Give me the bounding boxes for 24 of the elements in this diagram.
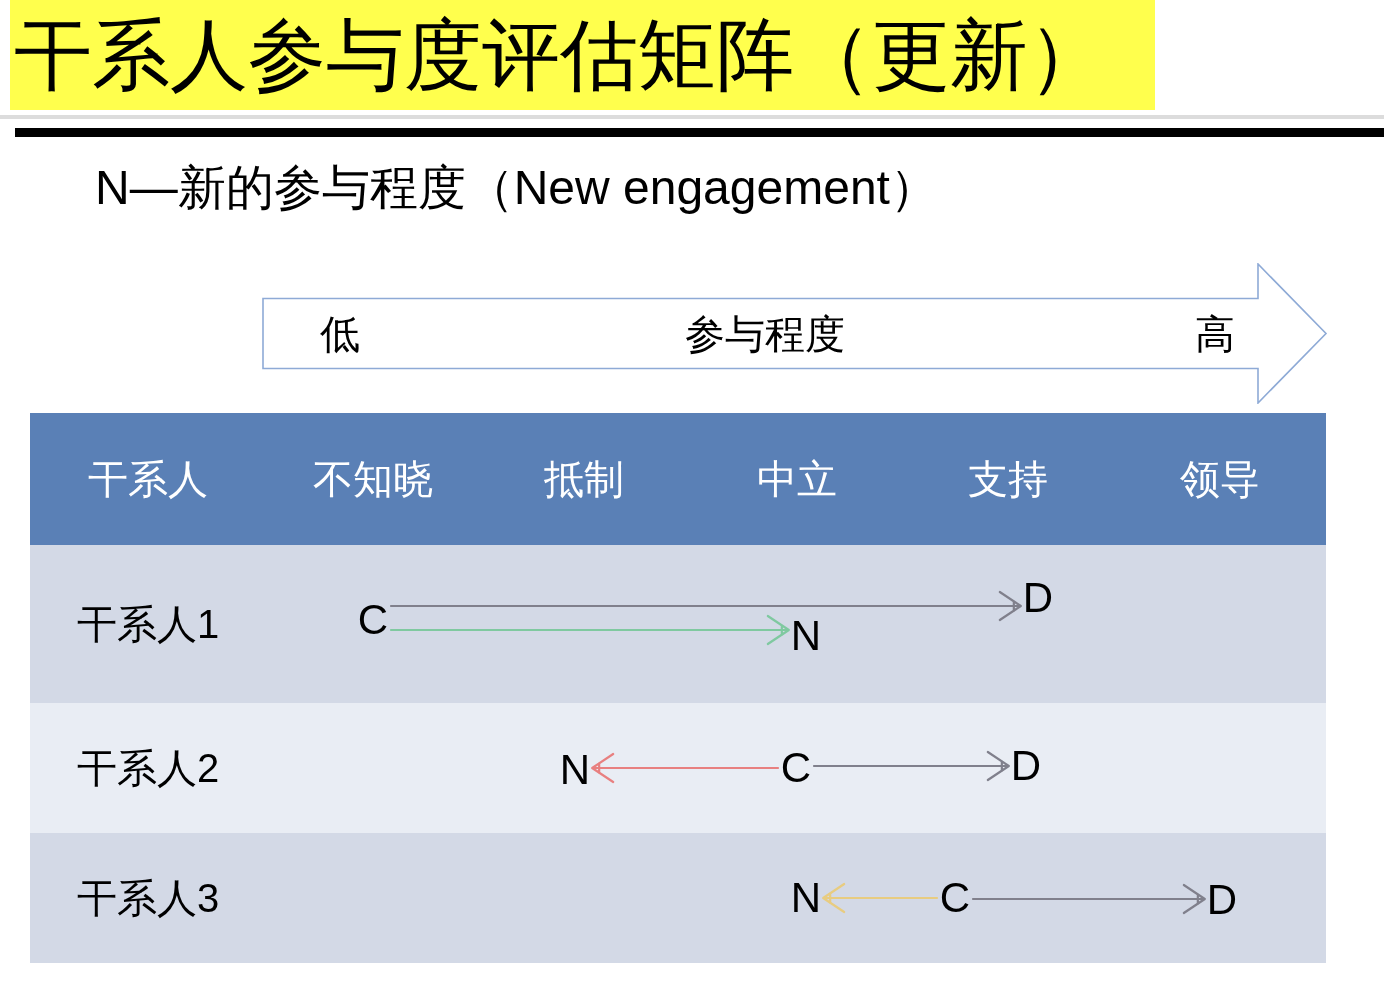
engagement-code: C <box>939 874 971 922</box>
scale-label: 参与程度 <box>685 311 845 356</box>
column-header: 支持 <box>968 457 1048 501</box>
engagement-code: N <box>559 746 591 794</box>
direction-arrow <box>262 263 1328 404</box>
engagement-code: N <box>790 612 822 660</box>
row-header: 干系人2 <box>77 746 220 790</box>
row-header: 干系人3 <box>77 876 220 920</box>
engagement-code: D <box>1022 574 1054 622</box>
scale-label: 高 <box>1195 311 1235 356</box>
engagement-code: N <box>790 874 822 922</box>
engagement-code: C <box>357 596 389 644</box>
engagement-code: D <box>1206 876 1238 924</box>
column-header: 领导 <box>1180 457 1260 501</box>
engagement-code: D <box>1010 742 1042 790</box>
page-title: 干系人参与度评估矩阵（更新） <box>10 0 1155 110</box>
column-header: 抵制 <box>544 457 624 501</box>
row-header: 干系人1 <box>77 602 220 646</box>
column-header: 中立 <box>757 457 837 501</box>
column-header: 不知晓 <box>313 457 433 501</box>
subtitle: N—新的参与程度（New engagement） <box>95 162 938 215</box>
engagement-code: C <box>780 744 812 792</box>
column-header: 干系人 <box>88 457 208 501</box>
scale-label: 低 <box>320 311 360 356</box>
